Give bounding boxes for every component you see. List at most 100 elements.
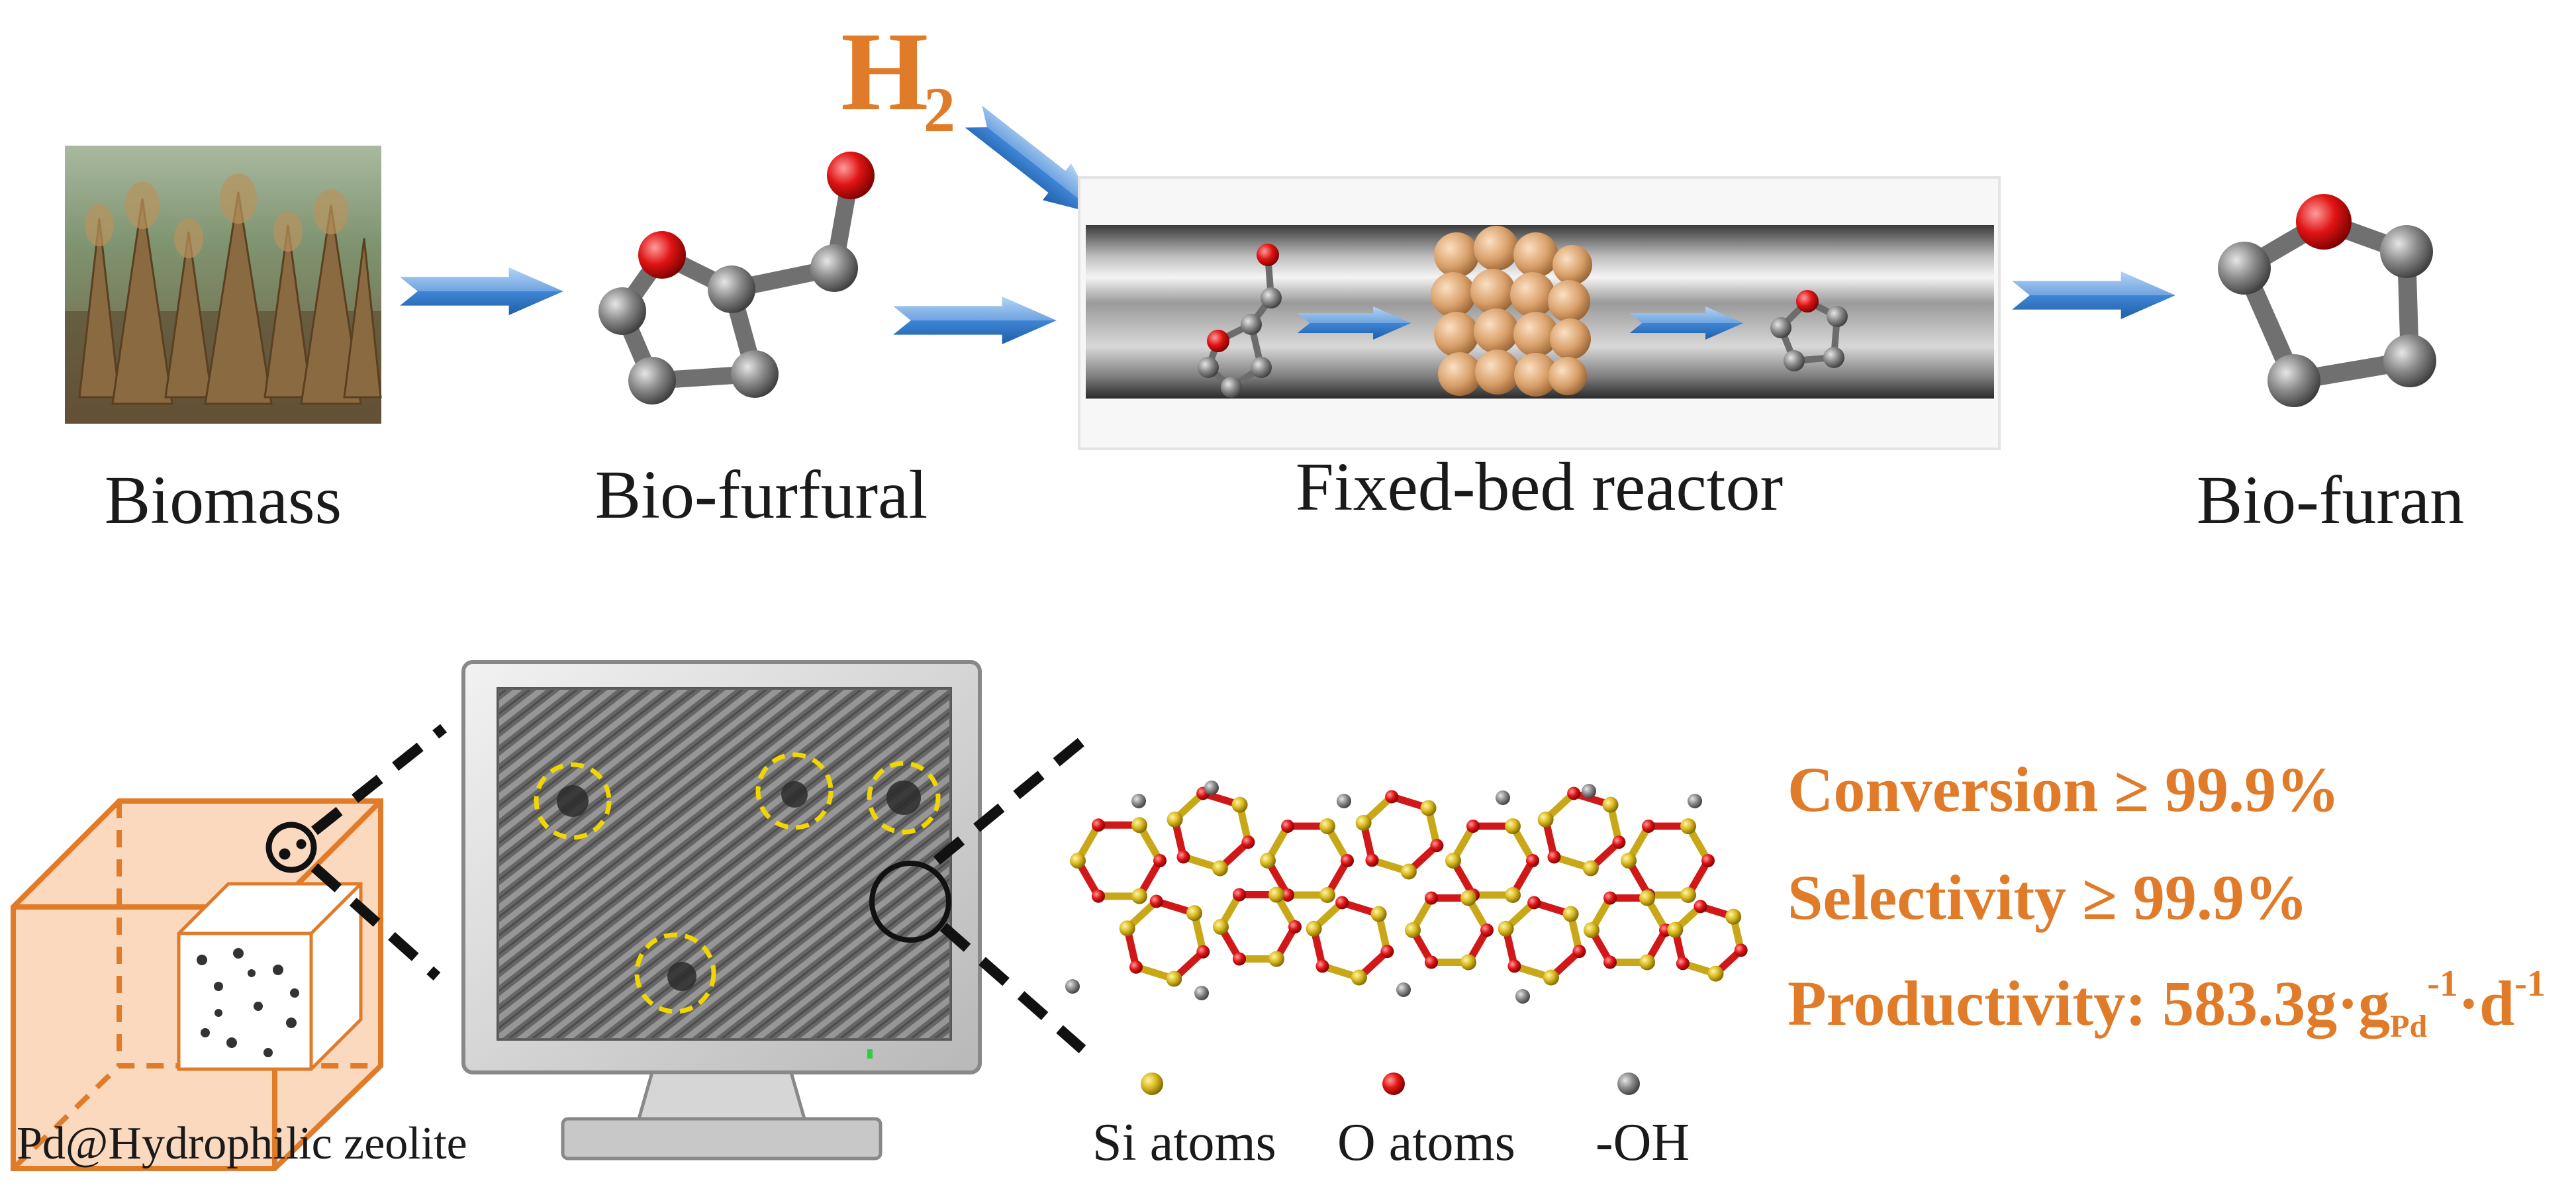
si-atom [1212,860,1228,877]
productivity-sup-2: -1 [2514,963,2546,1004]
productivity-metric: Productivity: 583.3g·gPd-1·d-1 [1788,963,2546,1044]
arrow-reactor-to-furan [2012,271,2175,319]
defect-circles [534,752,941,1014]
oh-group [1688,794,1702,808]
si-atom [1319,886,1335,903]
si-atom [1562,906,1579,922]
o-atom [1129,960,1143,974]
si-atom [1167,811,1183,828]
performance-metrics: Conversion ≥ 99.9% Selectivity ≥ 99.9% P… [1788,754,2546,1044]
o-atom [1196,945,1210,959]
si-atom [1498,920,1514,937]
o-atom [1603,955,1617,969]
biomass-label: Biomass [105,462,342,538]
o-atom [1281,888,1294,902]
o-atom [1507,959,1521,973]
si-atom [1460,890,1476,906]
o-atom [1466,820,1480,833]
o-atom [1547,850,1561,864]
arrow-biomass-to-furfural [400,267,563,315]
si-atom [1639,954,1655,971]
si-atom [1306,920,1322,937]
si-legend-marker [1141,1072,1163,1095]
si-atom [1405,922,1421,938]
catalyst-label: Pd@Hydrophilic zeolite [17,1118,467,1169]
o-atom [1176,850,1190,864]
o-atom [1335,896,1349,910]
si-atom [1537,811,1554,828]
si-atom [1400,863,1417,880]
oh-legend-label: -OH [1596,1114,1690,1172]
si-atom [1543,969,1559,986]
o-atom [1430,839,1444,853]
zoom-lines-right [933,734,1090,1054]
o-atom [1526,854,1539,867]
productivity-sup-1: -1 [2427,963,2458,1004]
oh-group [1204,781,1219,795]
si-atom [1355,814,1372,831]
arrow-furfural-to-reactor [893,297,1057,344]
si-atom [1420,800,1437,816]
oh-legend-marker [1617,1072,1640,1095]
si-atom [1070,853,1086,869]
oh-group [1396,982,1411,997]
si-atom [1639,890,1655,906]
si-atom [1119,920,1135,937]
si-atom [1602,796,1619,813]
reactor-label: Fixed-bed reactor [1296,449,1783,525]
zoom-lines-left [310,724,447,980]
si-atom [1166,971,1182,987]
o-atom [1241,835,1255,849]
si-atom [1725,908,1742,925]
si-atom [1460,954,1476,971]
si-atom [1505,886,1521,903]
productivity-unit-day: ·d [2458,968,2514,1039]
o-atom [1693,900,1707,914]
si-atom [1319,818,1335,835]
tem-monitor [461,660,982,1161]
o-atom [1385,790,1399,804]
o-atom [1281,820,1294,833]
reactor-tube [1078,176,2001,450]
oh-group [1194,986,1209,1000]
o-atom [1341,854,1354,867]
oh-group [1515,989,1530,1004]
o-atom [1572,945,1586,959]
si-atom [1582,860,1599,877]
productivity-main: Productivity: 583.3g·g [1788,968,2390,1039]
si-atom [1131,888,1147,904]
furan-molecule [2218,194,2436,407]
si-atom [1351,969,1367,986]
o-atom [1315,959,1329,973]
si-atom [1260,853,1276,869]
si-atom [1445,853,1461,869]
si-atom [1621,853,1637,869]
selectivity-metric: Selectivity ≥ 99.9% [1788,862,2308,933]
biomass-photo [65,146,382,424]
furfural-molecule [598,152,875,404]
o-atom [1153,854,1167,867]
si-atom [1680,818,1696,835]
si-atom [1268,951,1284,967]
o-atom [1612,835,1626,849]
si-legend-label: Si atoms [1092,1114,1276,1172]
o-atom [1288,920,1302,933]
si-atom [1213,919,1229,935]
oh-group [1065,979,1080,994]
o-atom [1734,943,1748,957]
o-atom [1527,896,1541,910]
h2-label: H 2 [841,9,955,145]
si-atom [1231,796,1248,813]
o-atom [1149,894,1163,908]
si-atom [1667,922,1684,938]
o-atom [1676,957,1690,971]
h2-subscript: 2 [924,74,955,145]
o-atom [1425,955,1438,969]
si-atom [1707,965,1724,982]
si-atom [1370,906,1387,922]
o-legend-label: O atoms [1337,1114,1515,1172]
furfural-label: Bio-furfural [595,457,928,533]
si-atom [1186,905,1203,922]
si-atom [1268,886,1284,903]
